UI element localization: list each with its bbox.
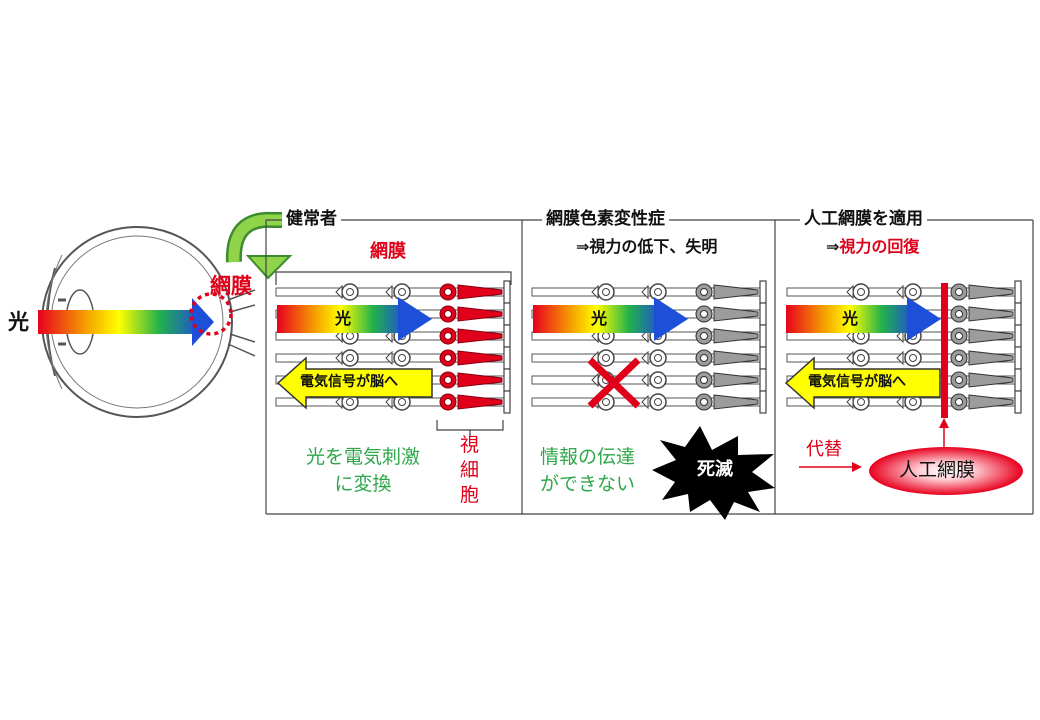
panel-healthy-caption-line-2: に変換 [334,473,392,495]
panel-healthy-caption-line-1: 光を電気刺激 [306,446,421,468]
panel-healthy-light-label: 光 [335,309,352,328]
eye-illustration [38,226,256,418]
panel-implant-signal-label: 電気信号が脳へ [808,374,906,390]
panel-implant [784,281,1023,495]
panel-disease-result: ⇒視力の低下、失明 [576,239,717,255]
panel-healthy-title: 健常者 [282,211,341,228]
panel-implant-light-label: 光 [842,309,859,328]
panel-healthy-signal-label: 電気信号が脳へ [300,374,398,390]
artificial-retina-chip [869,447,1023,495]
implant-bar [941,283,948,418]
panel-disease-burst-label: 死滅 [697,459,733,480]
panel-implant-result-text: 視力の回復 [839,237,920,256]
panel-healthy-cell-label: 視 細 胞 [460,433,479,508]
panel-implant-result: ⇒視力の回復 [826,239,919,255]
cell-label-char-2: 細 [460,459,480,481]
eye-retina-label: 網膜 [210,274,252,298]
panel-disease [532,281,775,520]
cell-label-char-3: 胞 [460,484,480,506]
zoom-arrow-icon [225,211,293,280]
panel-disease-caption-line-2: ができない [540,473,636,495]
eye-light-label: 光 [8,310,29,334]
panel-implant-substitute-label: 代替 [806,439,842,460]
cell-death-burst-icon [652,426,775,520]
panel-disease-light-label: 光 [591,309,608,328]
panel-disease-caption-line-1: 情報の伝達 [540,446,636,468]
panel-implant-chip-label: 人工網膜 [899,459,976,481]
blocked-x-icon [587,357,641,409]
panel-disease-caption: 情報の伝達 ができない [540,444,635,498]
panel-healthy-caption: 光を電気刺激 に変換 [306,444,420,498]
panel-implant-result-prefix: ⇒ [826,237,840,256]
panel-disease-result-text: 視力の低下、失明 [589,237,718,256]
panel-implant-title: 人工網膜を適用 [800,211,927,228]
panel-healthy-retina-label: 網膜 [370,241,406,262]
panel-disease-result-prefix: ⇒ [576,237,590,256]
panel-healthy [275,271,512,436]
cell-label-char-1: 視 [460,434,480,456]
panel-disease-title: 網膜色素変性症 [542,211,669,228]
